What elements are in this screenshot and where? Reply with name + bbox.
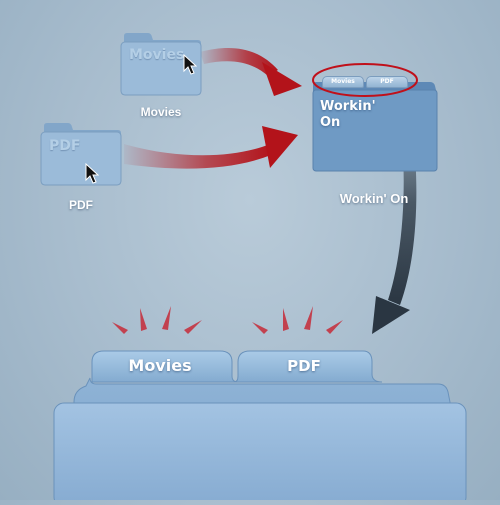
folder-icon [312, 82, 438, 172]
movies-folder-caption: Movies [140, 105, 182, 119]
workin-on-icon-text-line2: On [320, 115, 341, 130]
cursor-arrow-icon [183, 54, 197, 75]
folder-icon [40, 123, 122, 186]
pdf-folder[interactable]: PDF [40, 120, 122, 186]
arrow-pdf-to-workin-on [124, 126, 298, 169]
movies-folder[interactable]: Movies [120, 30, 202, 96]
workin-on-folder[interactable]: Movies PDF Workin' On [310, 72, 440, 172]
pdf-folder-icon-text: PDF [49, 138, 81, 154]
burst-movies-tab [112, 306, 202, 334]
pdf-folder-caption: PDF [69, 198, 93, 212]
movies-folder-icon-text: Movies [129, 47, 185, 63]
arrow-movies-to-workin-on [200, 48, 302, 96]
cursor-arrow-icon [85, 163, 99, 184]
big-folder-tab-pdf[interactable]: PDF [287, 357, 321, 375]
highlight-ellipse [312, 63, 418, 97]
big-folder-tab-movies[interactable]: Movies [128, 356, 192, 375]
workin-on-icon-text-line1: Workin' [320, 99, 376, 114]
workin-on-mini-tab-movies: Movies [322, 76, 364, 88]
folder-icon [53, 350, 467, 505]
workin-on-mini-tab-pdf: PDF [366, 76, 408, 88]
folder-icon [120, 33, 202, 96]
workin-on-folder-caption: Workin' On [339, 191, 409, 206]
burst-pdf-tab [252, 306, 343, 334]
big-folder[interactable]: Movies PDF [50, 340, 470, 505]
